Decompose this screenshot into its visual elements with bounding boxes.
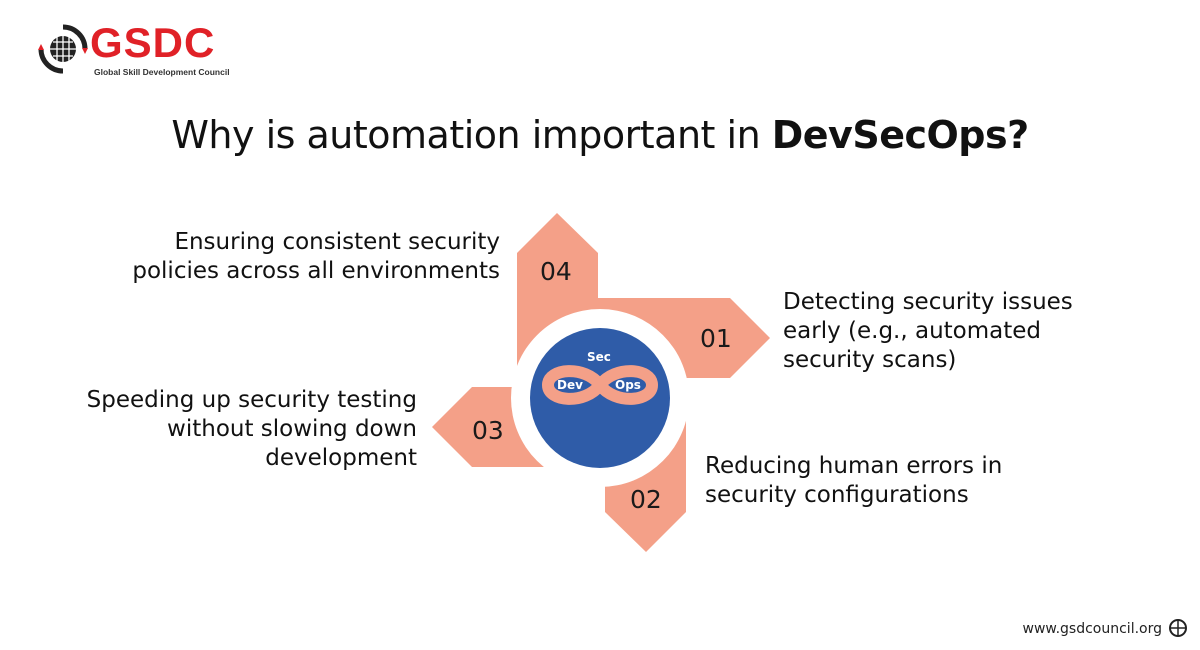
globe-logo-icon [38, 24, 88, 74]
item-02-number: 02 [630, 485, 662, 514]
item-02-text: Reducing human errors in security configu… [705, 452, 1002, 510]
item-04-number: 04 [540, 257, 572, 286]
item-03-number: 03 [472, 416, 504, 445]
item-01-line: security scans) [783, 347, 957, 373]
title-emphasis: DevSecOps? [771, 113, 1029, 157]
logo-text: GSDC [90, 19, 216, 66]
item-04-text: Ensuring consistent security policies acr… [132, 228, 500, 286]
devsecops-circle [530, 328, 670, 468]
item-01-number: 01 [700, 324, 732, 353]
item-04-line: Ensuring consistent security [174, 229, 500, 255]
item-03-text: Speeding up security testing without slow… [87, 386, 417, 473]
dev-label: Dev [557, 378, 583, 392]
page-title: Why is automation important in DevSecOps… [0, 112, 1200, 158]
infinity-icon [541, 365, 659, 405]
item-01-line: Detecting security issues [783, 289, 1073, 315]
ops-label: Ops [615, 378, 641, 392]
item-01-line: early (e.g., automated [783, 318, 1042, 344]
item-02-line: Reducing human errors in [705, 453, 1003, 479]
title-prefix: Why is automation important in [171, 113, 772, 157]
item-02-line: security configurations [705, 482, 969, 508]
website-link[interactable]: www.gsdcouncil.org [1022, 621, 1162, 637]
item-03-line: without slowing down [167, 416, 417, 442]
sec-label: Sec [587, 350, 611, 364]
globe-icon [1169, 619, 1187, 637]
item-01-text: Detecting security issues early (e.g., au… [783, 288, 1073, 375]
item-03-line: Speeding up security testing [86, 387, 417, 413]
logo-subtitle: Global Skill Development Council [94, 67, 230, 77]
item-03-line: development [265, 445, 417, 471]
item-04-line: policies across all environments [132, 258, 500, 284]
